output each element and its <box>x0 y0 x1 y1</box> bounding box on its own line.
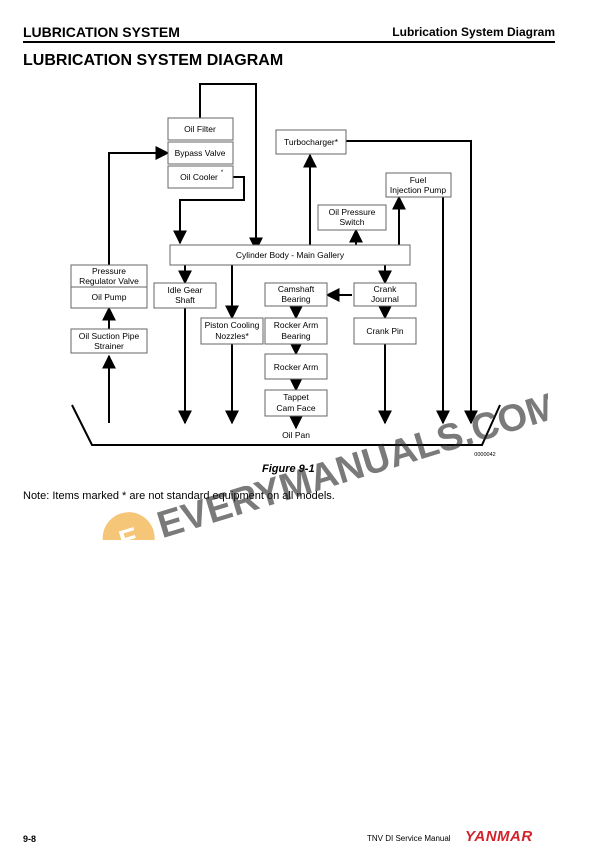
piston-cooling-label-1: Piston Cooling <box>205 320 260 330</box>
brand-logo: YANMAR <box>465 828 533 845</box>
oil-cooler-label: Oil Cooler <box>180 172 218 182</box>
flow-line-filter-loop <box>199 83 263 252</box>
header-rule <box>23 41 555 43</box>
oil-filter-box <box>167 117 234 141</box>
page-title: LUBRICATION SYSTEM DIAGRAM <box>23 52 284 69</box>
oil-suction-box <box>70 328 148 354</box>
oil-cooler-mark: * <box>221 170 224 176</box>
rocker-arm-bearing-box <box>264 317 328 345</box>
oil-suction-label-1: Oil Suction Pipe <box>79 331 140 341</box>
crank-journal-label-2: Journal <box>371 294 399 304</box>
oil-pressure-switch-box <box>317 204 387 231</box>
bypass-valve-label: Bypass Valve <box>175 148 226 158</box>
fuel-pump-label-1: Fuel <box>410 175 427 185</box>
oil-pump-box <box>70 286 148 309</box>
idle-gear-label-1: Idle Gear <box>168 285 203 295</box>
main-gallery-label: Cylinder Body - Main Gallery <box>236 250 345 260</box>
rocker-arm-box <box>264 353 328 380</box>
oil-suction-label-2: Strainer <box>94 341 124 351</box>
tappet-label-2: Cam Face <box>276 403 315 413</box>
figure-caption: Figure 9-1 <box>262 463 315 475</box>
camshaft-label-1: Camshaft <box>278 284 315 294</box>
idle-gear-box <box>153 282 217 309</box>
piston-cooling-box <box>200 317 264 345</box>
oil-pan-outline <box>71 404 501 446</box>
oil-pan-label: Oil Pan <box>282 430 310 440</box>
fuel-pump-label-2: Injection Pump <box>390 185 446 195</box>
fuel-injection-pump-box <box>385 172 452 198</box>
oil-pump-label: Oil Pump <box>92 292 127 302</box>
crank-journal-label-1: Crank <box>374 284 397 294</box>
turbocharger-label: Turbocharger* <box>284 137 339 147</box>
oil-pressure-label-1: Oil Pressure <box>329 207 376 217</box>
rocker-bearing-label-1: Rocker Arm <box>274 320 318 330</box>
page-number: 9-8 <box>23 834 37 844</box>
piston-cooling-label-2: Nozzles* <box>215 331 249 341</box>
tappet-box <box>264 389 328 417</box>
tappet-label-1: Tappet <box>283 392 309 402</box>
pressure-regulator-label-1: Pressure <box>92 266 126 276</box>
flow-line-cooler-to-gallery <box>173 176 245 245</box>
crank-pin-label: Crank Pin <box>366 326 404 336</box>
flow-line-pump-to-bypass <box>108 146 170 265</box>
crank-journal-box <box>353 282 417 307</box>
note-text: Note: Items marked * are not standard eq… <box>23 490 335 502</box>
turbocharger-box <box>275 129 347 155</box>
crank-pin-box <box>353 317 417 345</box>
oil-cooler-box <box>167 165 234 189</box>
header-topic: Lubrication System Diagram <box>392 25 555 39</box>
bypass-valve-box <box>167 141 234 165</box>
diagram-code: 0000042 <box>474 452 495 458</box>
manual-title: TNV DI Service Manual <box>367 834 451 843</box>
rocker-bearing-label-2: Bearing <box>281 331 311 341</box>
camshaft-label-2: Bearing <box>281 294 311 304</box>
oil-pressure-label-2: Switch <box>339 217 364 227</box>
rocker-arm-label: Rocker Arm <box>274 362 318 372</box>
header-section: LUBRICATION SYSTEM <box>23 24 180 40</box>
main-gallery-box <box>169 244 411 266</box>
idle-gear-label-2: Shaft <box>175 295 195 305</box>
camshaft-bearing-box <box>264 282 328 307</box>
flow-line-turbo-return <box>346 140 478 425</box>
oil-filter-label: Oil Filter <box>184 124 216 134</box>
pressure-regulator-label-2: Regulator Valve <box>79 276 139 286</box>
